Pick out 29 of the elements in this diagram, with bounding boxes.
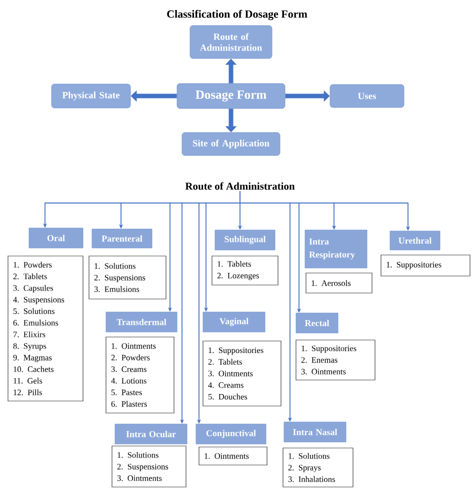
item-list-box: 1. Ointments xyxy=(198,446,268,466)
route-box: Rectal xyxy=(296,312,338,334)
item-list-box: 1. Tablets 2. Lozenges xyxy=(212,256,278,286)
diagram-title: Classification of Dosage Form xyxy=(167,10,308,20)
route-box: Parenteral xyxy=(92,228,152,248)
item-list-box: 1. Suppositories 2. Enemas 3. Ointments xyxy=(296,340,376,380)
section-heading: Route of Administration xyxy=(185,182,295,190)
item-list-box: 1. Suppositories xyxy=(380,254,470,276)
route-box: Sublingual xyxy=(214,230,276,250)
category-box: Site of Application xyxy=(182,132,280,156)
item-list-box: 1. Solutions 2. Suspensions 3. Ointments xyxy=(112,446,186,488)
category-box: Physical State xyxy=(51,84,131,108)
category-box: Route of Administration xyxy=(190,25,272,59)
category-box: Uses xyxy=(330,84,404,108)
route-box: Intra Ocular xyxy=(114,424,188,444)
route-box: Urethral xyxy=(390,230,440,250)
route-box: Oral xyxy=(28,228,84,248)
item-list-box: 1. Powders 2. Tablets 3. Capsules 4. Suspensions 5. Solutions 6. Emulsions 7. Elixirs 8. Syrups 9. Magmas 10. Cachets 11. Gels 12. Pills xyxy=(8,256,84,402)
item-list-box: 1. Solutions 2. Sprays 3. Inhalations xyxy=(282,448,354,488)
route-box: Transdermal xyxy=(106,312,178,332)
central-box: Dosage Form xyxy=(176,83,286,109)
route-box: Intra Nasal xyxy=(284,422,346,442)
item-list-box: 1. Solutions 2. Suspensions 3. Emulsions xyxy=(88,256,166,300)
route-box: Conjunctival xyxy=(196,424,266,444)
item-list-box: 1. Ointments 2. Powders 3. Creams 4. Lotions 5. Pastes 6. Plasters xyxy=(106,336,174,414)
item-list-box: 1. Aerosols xyxy=(306,272,372,294)
route-box: Intra Respiratory xyxy=(304,230,368,268)
item-list-box: 1. Suppositories 2. Tablets 3. Ointments 4. Creams 5. Douches xyxy=(202,340,282,406)
route-box: Vaginal xyxy=(202,312,266,332)
